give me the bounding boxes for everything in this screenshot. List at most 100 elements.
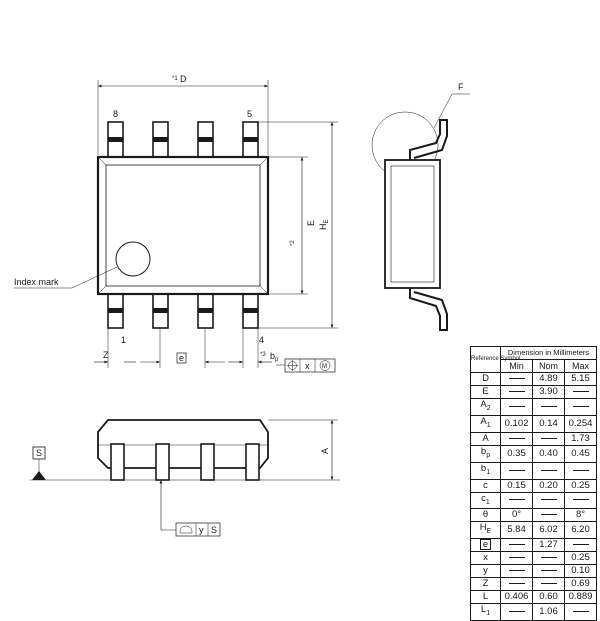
symbol-text: c (481, 492, 486, 504)
symbol-cell: A (470, 431, 501, 446)
empty-dash (540, 469, 557, 471)
pin-1-number: 1 (121, 335, 126, 345)
symbol-cell: y (470, 564, 501, 579)
symbol-cell: L1 (470, 603, 501, 621)
value-min: 0.102 (500, 414, 533, 433)
value-min: 5.84 (500, 521, 533, 540)
col-nom-header: Nom (532, 359, 565, 373)
symbol-text: A (480, 415, 487, 427)
value-min (500, 372, 533, 386)
pin-5-band (243, 137, 258, 142)
side-body (384, 159, 441, 289)
value-max: 0.10 (563, 564, 598, 579)
symbol-subscript: 1 (486, 421, 491, 429)
symbol-subscript: E (486, 528, 492, 536)
symbol-text: θ (482, 509, 489, 521)
value-max (563, 385, 598, 399)
value-max (563, 461, 598, 480)
value-nom (532, 551, 565, 566)
value-min: 0.406 (500, 590, 533, 605)
empty-dash (508, 557, 525, 559)
symbol-cell: E (470, 385, 501, 399)
value-nom: 0.60 (532, 590, 565, 605)
value-nom: 0.20 (532, 478, 565, 493)
empty-dash (540, 405, 557, 407)
table-row: b1 (470, 461, 598, 480)
front-view: A S y S (30, 419, 340, 537)
empty-dash (540, 570, 557, 572)
a-label: A (320, 448, 330, 454)
symbol-subscript: 1 (485, 498, 490, 506)
empty-dash (572, 469, 589, 471)
value-min: 0.35 (500, 444, 533, 463)
d-label: D (180, 74, 187, 84)
symbol-cell: b1 (470, 461, 501, 480)
value-max: 0.45 (563, 444, 598, 463)
package-drawing: Index mark 8 5 1 4 *1 D E *2 HE Z e (14, 74, 470, 537)
value-min (500, 491, 533, 510)
symbol-cell: x (470, 551, 501, 566)
value-max: 5.15 (563, 372, 598, 386)
empty-dash (508, 544, 525, 546)
symbol-text: y (483, 565, 488, 577)
bottom-pins (107, 291, 259, 329)
e-note: *2 (290, 240, 296, 246)
front-pin-1 (110, 443, 125, 481)
empty-dash (540, 583, 557, 585)
datum-triangle (32, 471, 46, 480)
flatness-tolerance-frame: y S (175, 522, 221, 537)
tol-m: M (322, 364, 327, 370)
table-row: y 0.10 (470, 564, 598, 579)
pin-4-band (243, 308, 258, 313)
symbol-text: c (483, 479, 488, 491)
value-min (500, 538, 533, 553)
value-min (500, 603, 533, 621)
col-max-header: Max (563, 359, 598, 373)
value-min: 0° (500, 508, 533, 523)
symbol-cell: c1 (470, 491, 501, 510)
symbol-cell: D (470, 372, 501, 386)
value-min (500, 461, 533, 480)
pin-4-number: 4 (259, 335, 264, 345)
value-nom (532, 461, 565, 480)
value-nom (532, 508, 565, 523)
pin-1-band (108, 308, 123, 313)
reference-symbol-header: Reference Symbol (470, 346, 520, 373)
symbol-subscript: 2 (486, 404, 491, 412)
empty-dash (508, 469, 525, 471)
symbol-cell: c (470, 478, 501, 493)
value-min (500, 551, 533, 566)
symbol-text: D (482, 373, 489, 384)
e-label: E (306, 220, 316, 226)
symbol-subscript: 1 (486, 610, 491, 618)
value-min (500, 564, 533, 579)
symbol-cell: e (470, 538, 501, 553)
top-view: Index mark 8 5 1 4 *1 D E *2 HE Z e (14, 74, 338, 373)
value-max: 0.254 (563, 414, 598, 433)
symbol-cell: L (470, 590, 501, 605)
front-body (97, 419, 269, 469)
empty-dash (508, 570, 525, 572)
pin-8-number: 8 (113, 109, 118, 119)
empty-dash (572, 499, 589, 501)
symbol-cell: A2 (470, 398, 501, 416)
index-mark-circle (115, 241, 151, 277)
value-max (563, 398, 598, 416)
value-max: 8° (563, 508, 598, 523)
empty-dash (508, 499, 525, 501)
value-nom: 6.02 (532, 521, 565, 540)
pitch-label: e (179, 353, 184, 363)
value-max: 0.25 (563, 551, 598, 566)
symbol-cell: A1 (470, 414, 501, 433)
symbol-text: E (482, 386, 489, 397)
d-note: *1 (172, 76, 178, 82)
empty-dash (540, 514, 557, 516)
bp-label: bp (270, 351, 279, 363)
value-nom: 4.89 (532, 372, 565, 386)
